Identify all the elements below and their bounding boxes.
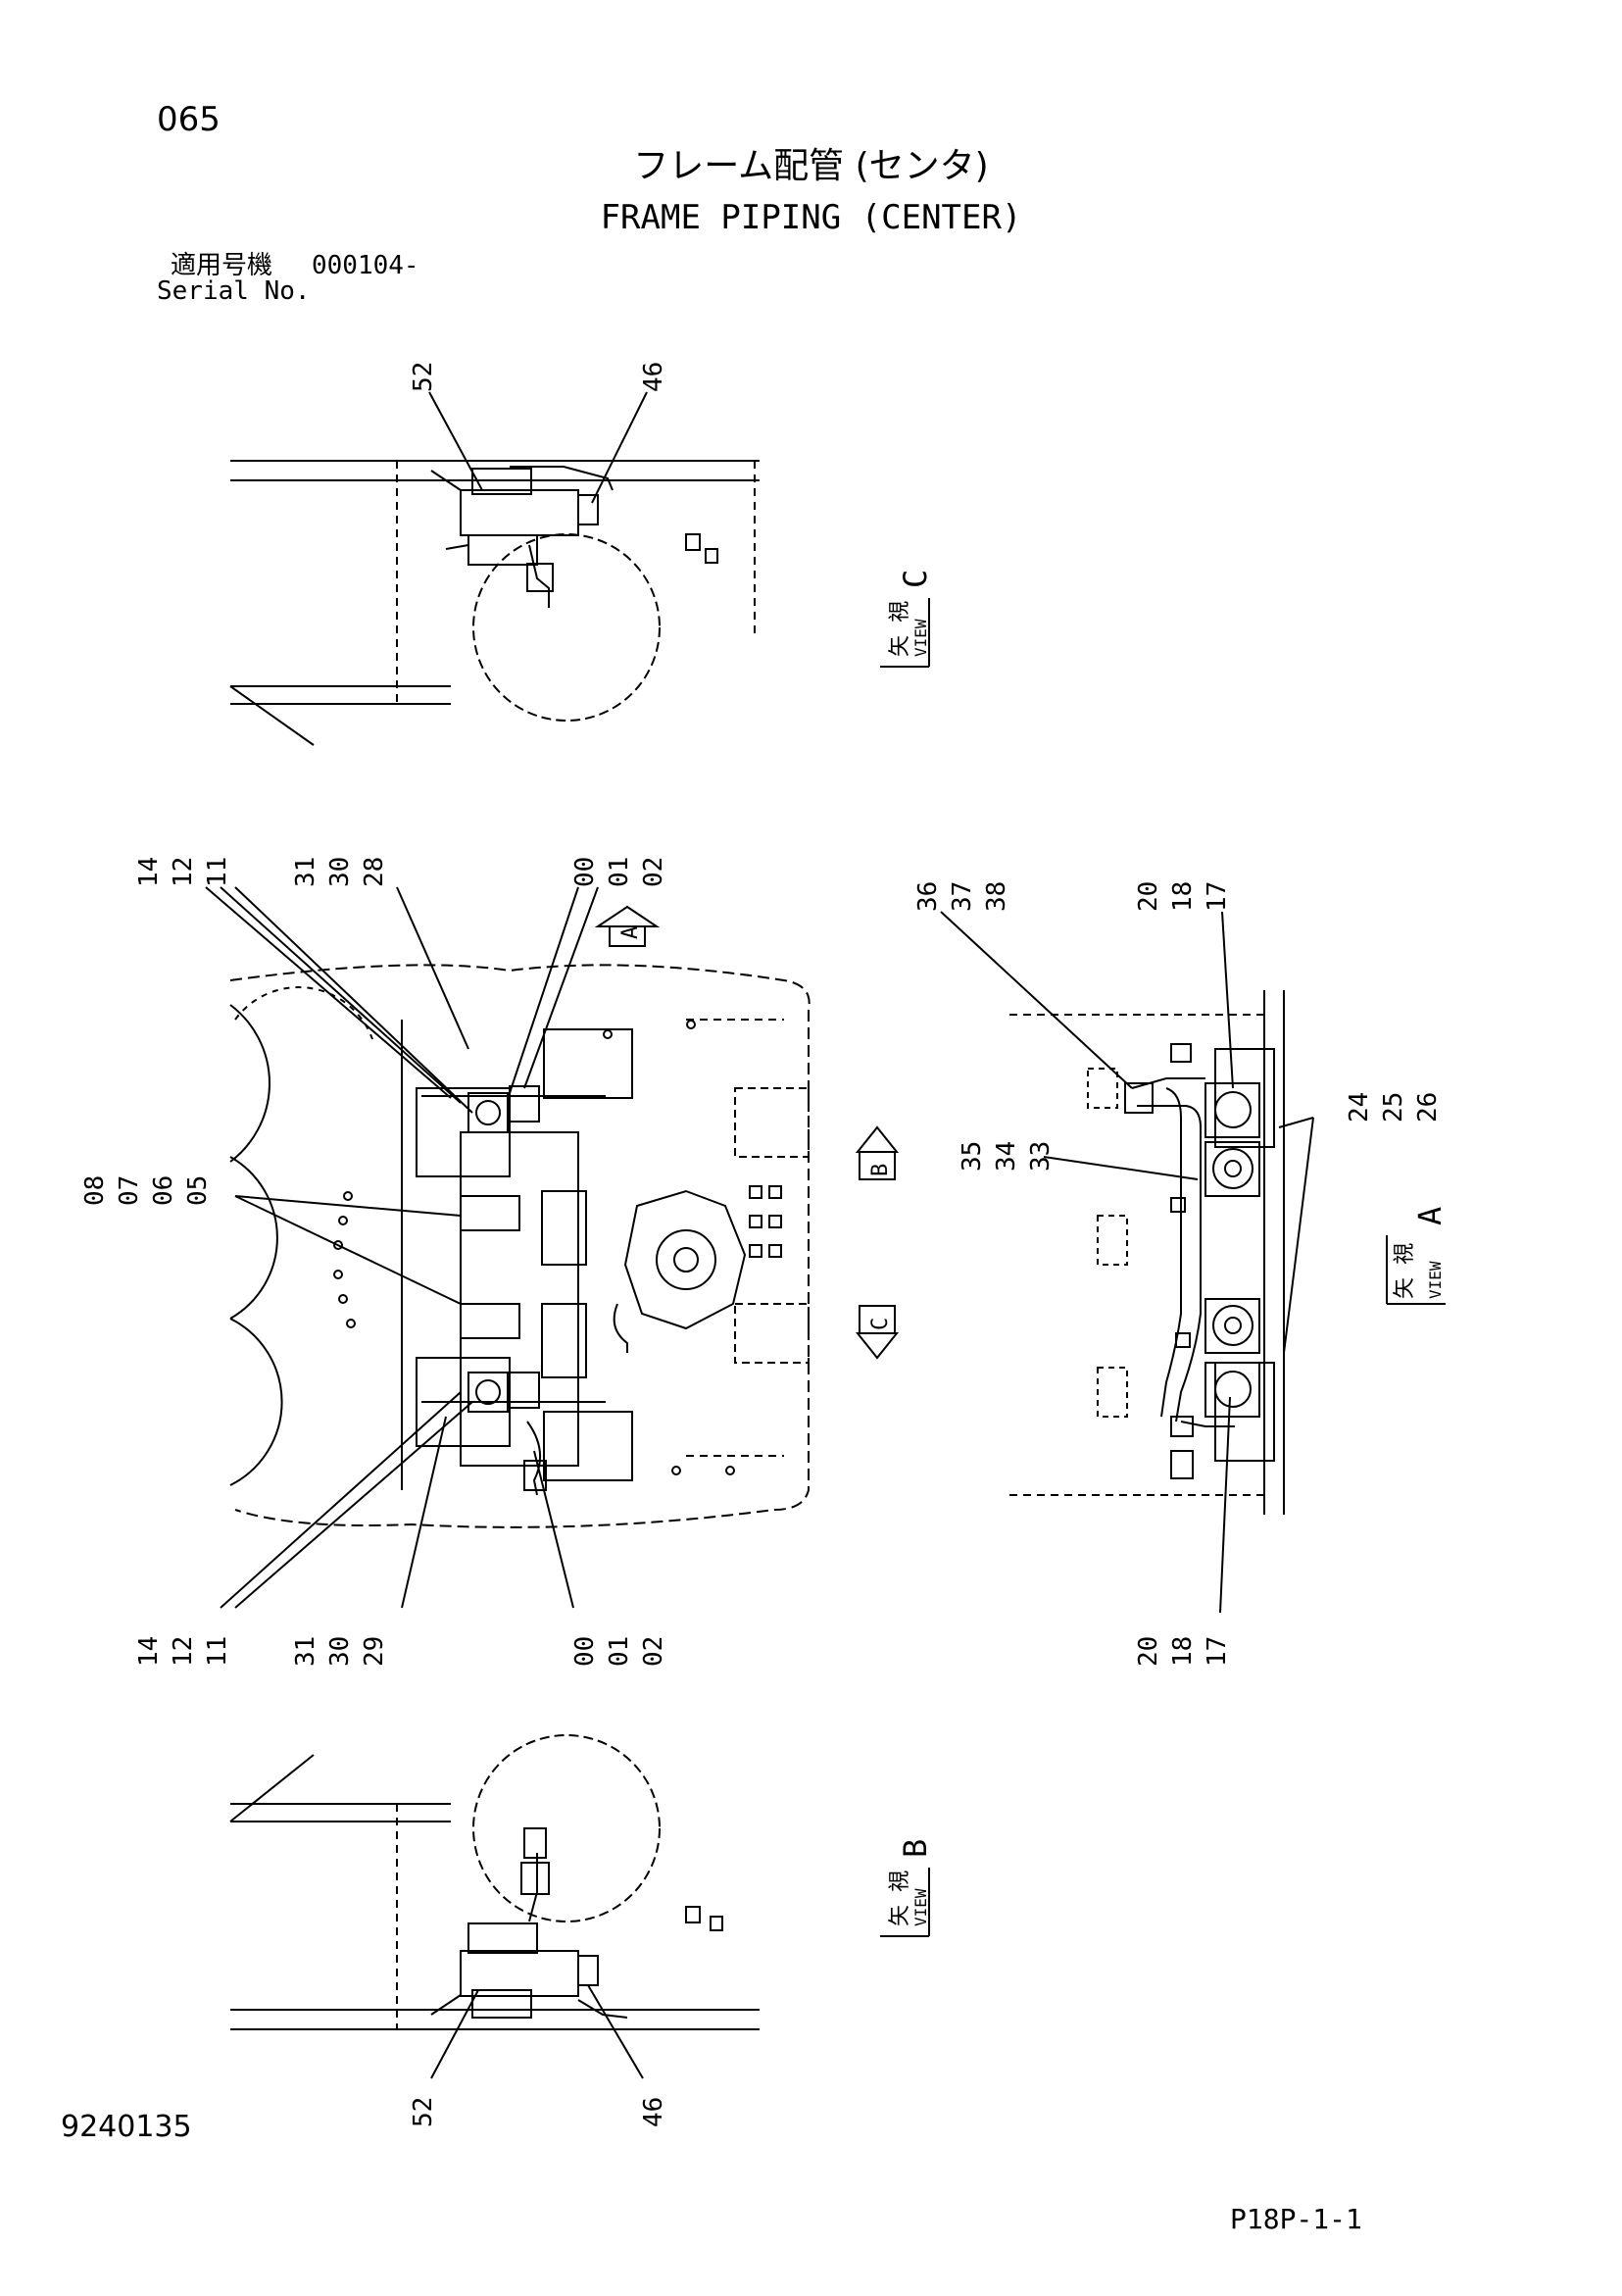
main-top-callout: 12 [169, 857, 198, 887]
main-bottom-callout: 11 [203, 1636, 232, 1667]
view-a-callout: 36 [913, 881, 943, 912]
view-c-label-jp: 矢 視 [888, 601, 912, 657]
arrow-b-letter: B [868, 1164, 893, 1176]
main-top-callout: 11 [203, 857, 232, 887]
main-left-callout: 06 [149, 1175, 178, 1206]
main-top-callout: 02 [639, 857, 668, 887]
view-c-letter: C [897, 570, 934, 588]
view-a-callout: 33 [1026, 1141, 1056, 1172]
serial-number-value: 000104- [312, 251, 419, 280]
view-a-callout: 37 [948, 881, 977, 912]
view-a-callout: 26 [1413, 1092, 1443, 1123]
main-bottom-callout: 30 [325, 1636, 355, 1667]
view-a-callout: 18 [1168, 881, 1198, 912]
view-a-callout: 25 [1379, 1092, 1408, 1123]
main-left-callout: 08 [80, 1175, 110, 1206]
main-top-callout: 01 [605, 857, 634, 887]
view-b-letter: B [897, 1839, 934, 1858]
page-title-japanese: フレーム配管 (センタ) [633, 146, 989, 186]
view-a-callout: 24 [1345, 1092, 1374, 1123]
main-bottom-callout: 12 [169, 1636, 198, 1667]
view-a-letter: A [1411, 1207, 1449, 1225]
main-top-callout: 00 [570, 857, 600, 887]
view-a-callout: 18 [1168, 1636, 1198, 1667]
view-a-label-jp: 矢 視 [1393, 1243, 1417, 1299]
main-bottom-callout: 02 [639, 1636, 668, 1667]
main-top-callout: 30 [325, 857, 355, 887]
sheet-code: P18P-1-1 [1230, 2203, 1362, 2235]
arrow-c-letter: C [868, 1318, 893, 1330]
view-c-label-en: VIEW [911, 619, 930, 657]
view-a-callout: 34 [992, 1141, 1021, 1172]
serial-label: Serial No. [157, 276, 311, 306]
view-a-callout: 35 [958, 1141, 987, 1172]
main-bottom-callout: 01 [605, 1636, 634, 1667]
view-b-callout-52: 52 [409, 2097, 438, 2127]
main-bottom-callout: 00 [570, 1636, 600, 1667]
view-a-callout: 38 [982, 881, 1011, 912]
view-a-callout: 20 [1134, 1636, 1163, 1667]
main-bottom-callout: 14 [134, 1636, 164, 1667]
main-bottom-callout: 29 [360, 1636, 389, 1667]
main-top-callout: 14 [134, 857, 164, 887]
page-title: FRAME PIPING (CENTER) [600, 198, 1022, 237]
view-b-label-jp: 矢 視 [888, 1871, 912, 1926]
view-a-label-en: VIEW [1426, 1261, 1445, 1299]
view-c-drawing [229, 460, 760, 746]
serial-label-japanese: 適用号機 [171, 251, 273, 280]
view-b-label-en: VIEW [911, 1888, 930, 1926]
page-number: 065 [157, 100, 221, 139]
view-b-callout-46: 46 [639, 2097, 668, 2127]
view-a-callout: 17 [1203, 881, 1232, 912]
main-top-callout: 28 [360, 857, 389, 887]
view-a-callout: 17 [1203, 1636, 1232, 1667]
view-c-callout-46: 46 [639, 362, 668, 392]
main-view-drawing [229, 905, 900, 1528]
view-a-callout: 20 [1134, 881, 1163, 912]
main-left-callout: 05 [183, 1175, 213, 1206]
main-bottom-callout: 31 [291, 1636, 320, 1667]
view-b-drawing [229, 1734, 760, 2030]
main-top-callout: 31 [291, 857, 320, 887]
main-left-callout: 07 [115, 1175, 144, 1206]
document-number: 9240135 [61, 2110, 192, 2144]
view-a-drawing [1009, 990, 1285, 1515]
arrow-a-letter: A [618, 926, 643, 939]
view-c-callout-52: 52 [409, 362, 438, 392]
